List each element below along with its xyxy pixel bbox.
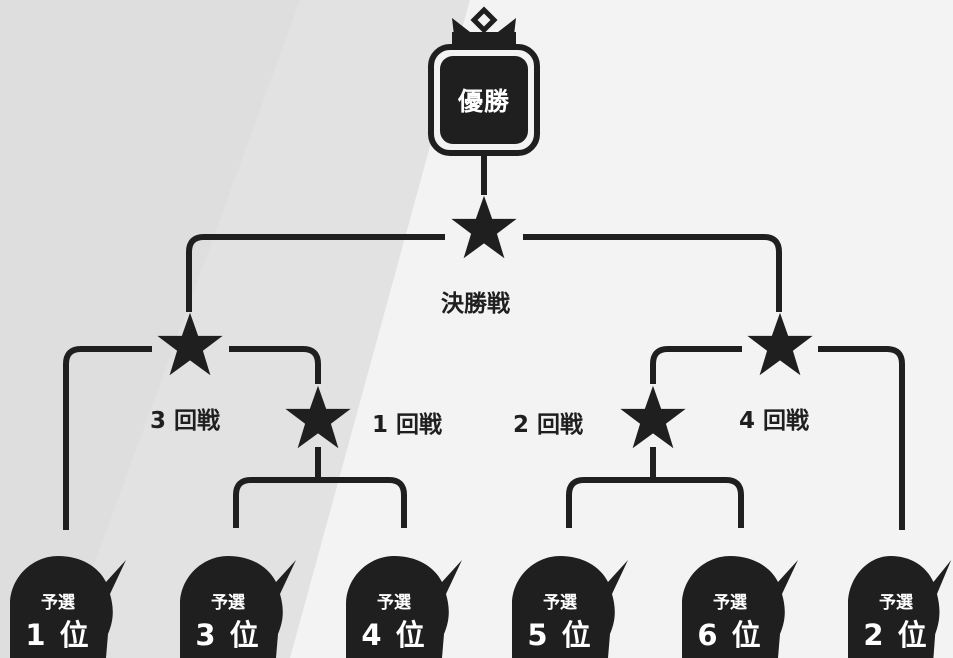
round2-label: 2 回戦 xyxy=(513,412,584,438)
star-icon-final xyxy=(451,195,517,259)
seed-rank: 2 位 xyxy=(863,618,929,652)
round3-label: 3 回戦 xyxy=(150,408,221,434)
seed-badge-6: 予選 6 位 xyxy=(682,548,800,658)
star-icon-round4 xyxy=(747,312,813,376)
seed-top: 予選 xyxy=(879,593,913,613)
seed-rank: 5 位 xyxy=(527,618,593,652)
star-icon-round2 xyxy=(620,385,686,449)
final-label: 決勝戦 xyxy=(441,291,510,317)
seed-badge-5: 予選 5 位 xyxy=(512,548,630,658)
star-icon-round3 xyxy=(157,312,223,376)
seed-badge-3: 予選 3 位 xyxy=(180,548,298,658)
star-icon-round1 xyxy=(285,385,351,449)
champion-box: 優勝 xyxy=(428,44,540,156)
seed-top: 予選 xyxy=(41,593,75,613)
seed-rank: 3 位 xyxy=(195,618,261,652)
seed-rank: 1 位 xyxy=(25,618,91,652)
seed-badge-2: 予選 2 位 xyxy=(848,548,953,658)
seed-rank: 4 位 xyxy=(361,618,427,652)
seed-top: 予選 xyxy=(211,593,245,613)
seed-rank: 6 位 xyxy=(697,618,763,652)
seed-badge-1: 予選 1 位 xyxy=(10,548,128,658)
seed-top: 予選 xyxy=(713,593,747,613)
seed-top: 予選 xyxy=(377,593,411,613)
seed-badge-4: 予選 4 位 xyxy=(346,548,464,658)
round4-label: 4 回戦 xyxy=(739,408,810,434)
champion-label: 優勝 xyxy=(457,87,510,116)
seed-top: 予選 xyxy=(543,593,577,613)
round1-label: 1 回戦 xyxy=(372,412,443,438)
champion-inner: 優勝 xyxy=(440,56,528,144)
